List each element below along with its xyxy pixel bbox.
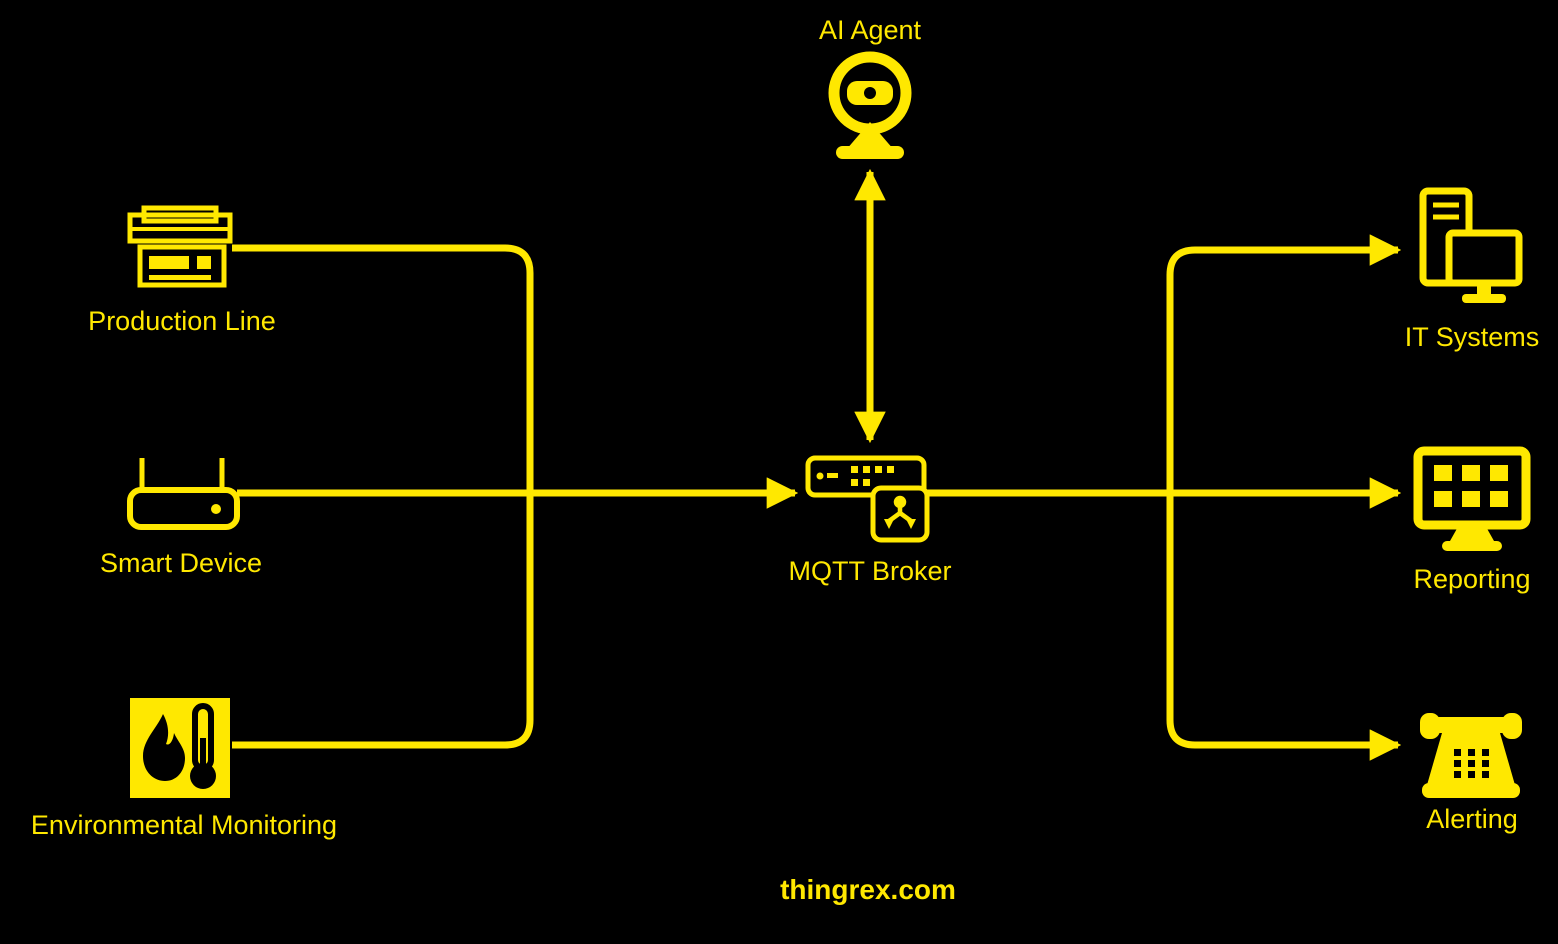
alerting-label: Alerting [1426,804,1518,834]
dashboard-monitor-icon [1413,446,1531,551]
environmental-monitoring-label: Environmental Monitoring [30,810,338,840]
edge-production-line-to-broker [232,244,534,493]
edge-broker-to-it-systems [1166,234,1402,493]
webcam-icon [828,51,912,159]
ai-agent-label: AI Agent [818,15,922,45]
fire-thermometer-icon [130,698,230,798]
telephone-icon [1420,713,1522,798]
edge-environmental-monitoring-to-broker [232,493,534,749]
mqtt-broker-label: MQTT Broker [788,556,952,586]
production-line-label: Production Line [88,306,276,336]
smart-device-label: Smart Device [99,548,263,578]
industrial-machine-icon [127,205,233,288]
it-systems-label: IT Systems [1404,322,1540,352]
network-switch-icon [805,455,930,543]
edge-broker-to-alerting [1166,493,1402,761]
footer-site-name: thingrex.com [780,874,956,905]
reporting-label: Reporting [1413,564,1531,594]
router-icon [127,458,240,530]
desktop-computer-icon [1419,187,1523,303]
